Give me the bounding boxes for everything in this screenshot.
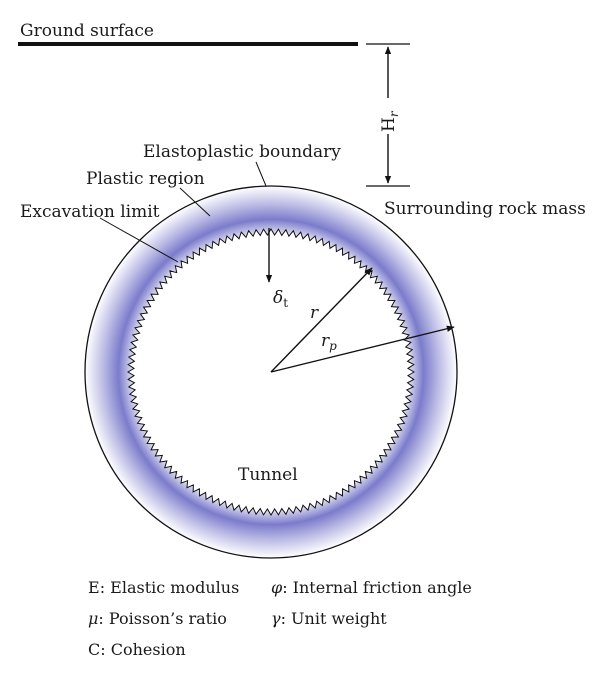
displacement-label: δt [273, 288, 288, 310]
plastic-radius-arrow [270, 325, 455, 373]
elastoplastic-boundary-label: Elastoplastic boundary [143, 142, 341, 162]
radius-label: r [310, 303, 319, 323]
depth-label: Hr [379, 110, 401, 132]
ground-surface-label: Ground surface [20, 21, 154, 41]
surrounding-rock-mass-label: Surrounding rock mass [384, 199, 586, 219]
plastic-region-leader [179, 187, 211, 217]
excavation-limit-label: Excavation limit [20, 202, 160, 222]
plastic-radius-label: rp [321, 331, 337, 353]
elastoplastic-leader [255, 161, 267, 187]
elastoplastic-boundary-circle [84, 185, 458, 559]
depth-dimension: Hr [366, 43, 410, 187]
tunnel-label: Tunnel [238, 465, 298, 485]
plastic-region-label: Plastic region [86, 169, 205, 189]
excavation-limit-leader [99, 217, 179, 263]
radius-arrow [270, 267, 373, 373]
